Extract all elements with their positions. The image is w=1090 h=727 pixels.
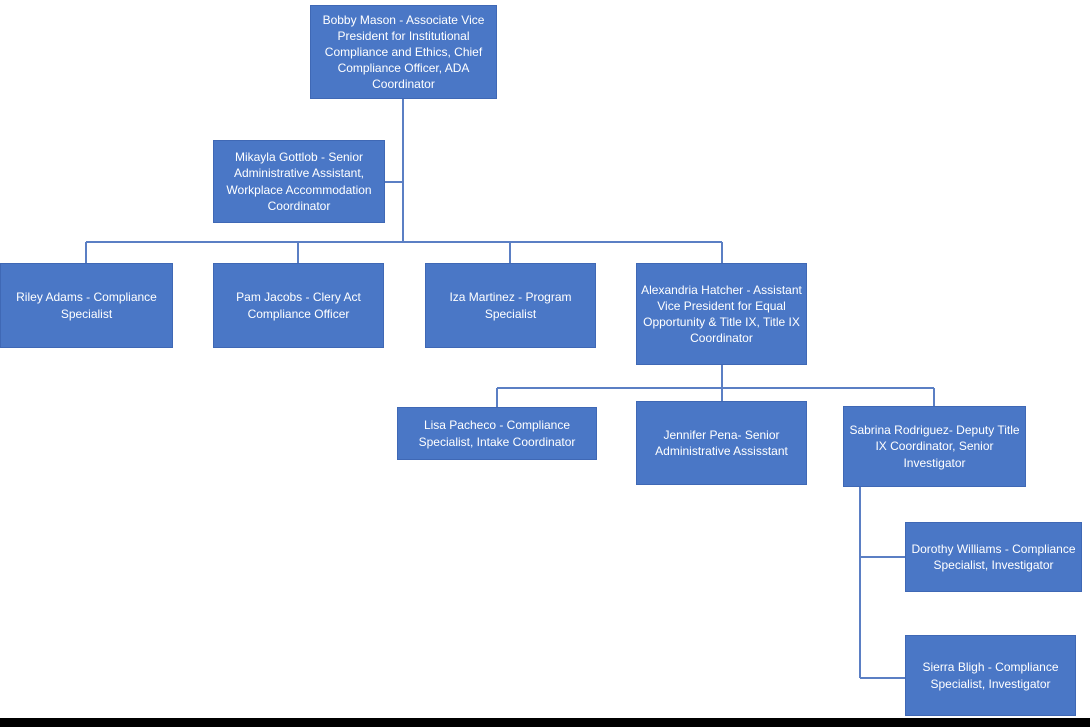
org-node-dorothy-williams[interactable]: Dorothy Williams - Compliance Specialist… [905, 522, 1082, 592]
org-node-alexandria-hatcher[interactable]: Alexandria Hatcher - Assistant Vice Pres… [636, 263, 807, 365]
org-node-bobby-mason[interactable]: Bobby Mason - Associate Vice President f… [310, 5, 497, 99]
org-node-sabrina-rodriguez[interactable]: Sabrina Rodriguez- Deputy Title IX Coord… [843, 406, 1026, 487]
org-node-iza-martinez[interactable]: Iza Martinez - Program Specialist [425, 263, 596, 348]
org-node-riley-adams[interactable]: Riley Adams - Compliance Specialist [0, 263, 173, 348]
org-node-lisa-pacheco[interactable]: Lisa Pacheco - Compliance Specialist, In… [397, 407, 597, 460]
org-node-pam-jacobs[interactable]: Pam Jacobs - Clery Act Compliance Office… [213, 263, 384, 348]
org-node-sierra-bligh[interactable]: Sierra Bligh - Compliance Specialist, In… [905, 635, 1076, 716]
bottom-black-bar [0, 718, 1090, 727]
org-node-jennifer-pena[interactable]: Jennifer Pena- Senior Administrative Ass… [636, 401, 807, 485]
org-node-mikayla-gottlob[interactable]: Mikayla Gottlob - Senior Administrative … [213, 140, 385, 223]
